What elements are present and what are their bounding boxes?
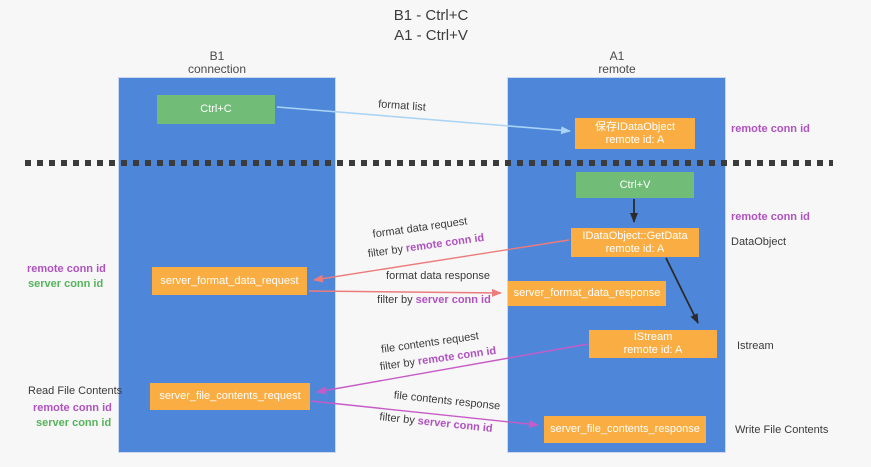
node-server-format-data-response: server_format_data_response [508, 281, 666, 306]
lane-left-name: B1 [209, 49, 225, 63]
right-label-dataobject: DataObject [731, 236, 787, 248]
left-label-read-file-contents: Read File Contents [28, 385, 123, 397]
node-server-file-contents-request: server_file_contents_request [150, 383, 310, 410]
node-format-response-label: server_format_data_response [513, 287, 661, 299]
node-save-idataobject-line2: remote id: A [605, 133, 665, 146]
diagram-title-line1: B1 - Ctrl+C [393, 7, 469, 24]
filter-key-server-conn-id: server conn id [415, 294, 491, 306]
node-istream-line2: remote id: A [623, 344, 683, 356]
filter-key-server-conn-id: server conn id [417, 415, 494, 435]
node-getdata-line2: remote id: A [605, 242, 665, 255]
lane-left-header: B1 connection [157, 50, 277, 76]
lane-left-role: connection [187, 62, 247, 76]
filter-by-text: filter by [367, 243, 404, 261]
left-label-remote-conn-id-file: remote conn id [33, 402, 112, 414]
lane-right-header: A1 remote [557, 50, 677, 76]
lane-right-role: remote [598, 62, 636, 76]
node-istream: IStream remote id: A [589, 330, 717, 358]
filter-by-text: filter by [377, 294, 413, 306]
node-server-file-contents-response: server_file_contents_response [544, 416, 706, 443]
node-save-idataobject: 保存IDataObject remote id: A [575, 118, 695, 149]
node-getdata-line1: IDataObject::GetData [582, 229, 688, 242]
node-ctrl-c: Ctrl+C [157, 95, 275, 124]
node-ctrl-v: Ctrl+V [576, 172, 694, 198]
node-istream-line1: IStream [633, 331, 673, 343]
left-label-remote-conn-id-format: remote conn id [27, 263, 106, 275]
phase-divider-dashed-line [25, 160, 833, 166]
node-format-request-label: server_format_data_request [160, 274, 299, 287]
right-label-istream: Istream [737, 340, 774, 352]
node-ctrl-v-label: Ctrl+V [619, 178, 651, 191]
filter-by-text: filter by [378, 411, 416, 427]
node-idataobject-getdata: IDataObject::GetData remote id: A [571, 228, 699, 257]
format-response-arrow [308, 288, 502, 297]
node-server-format-data-request: server_format_data_request [152, 267, 307, 295]
node-file-response-label: server_file_contents_response [550, 423, 700, 435]
filter-by-text: filter by [379, 356, 416, 374]
diagram-title: B1 - Ctrl+C A1 - Ctrl+V [394, 6, 469, 46]
node-file-request-label: server_file_contents_request [159, 390, 301, 402]
edge-label-format-data-response: format data response [386, 270, 490, 282]
filter-key-remote-conn-id: remote conn id [405, 231, 485, 255]
lane-right-name: A1 [609, 49, 625, 63]
left-label-server-conn-id-file: server conn id [36, 417, 112, 429]
node-save-idataobject-line1: 保存IDataObject [594, 120, 676, 133]
edge-label-format-list: format list [377, 98, 427, 114]
node-ctrl-c-label: Ctrl+C [200, 103, 232, 115]
right-label-remote-conn-id-mid: remote conn id [731, 211, 810, 223]
left-label-server-conn-id-format: server conn id [28, 278, 104, 290]
right-label-write-file-contents: Write File Contents [735, 424, 829, 436]
diagram-title-line2: A1 - Ctrl+V [394, 27, 468, 44]
right-label-remote-conn-id-top: remote conn id [731, 123, 810, 135]
edge-label-file-contents-response: file contents response [393, 389, 501, 413]
